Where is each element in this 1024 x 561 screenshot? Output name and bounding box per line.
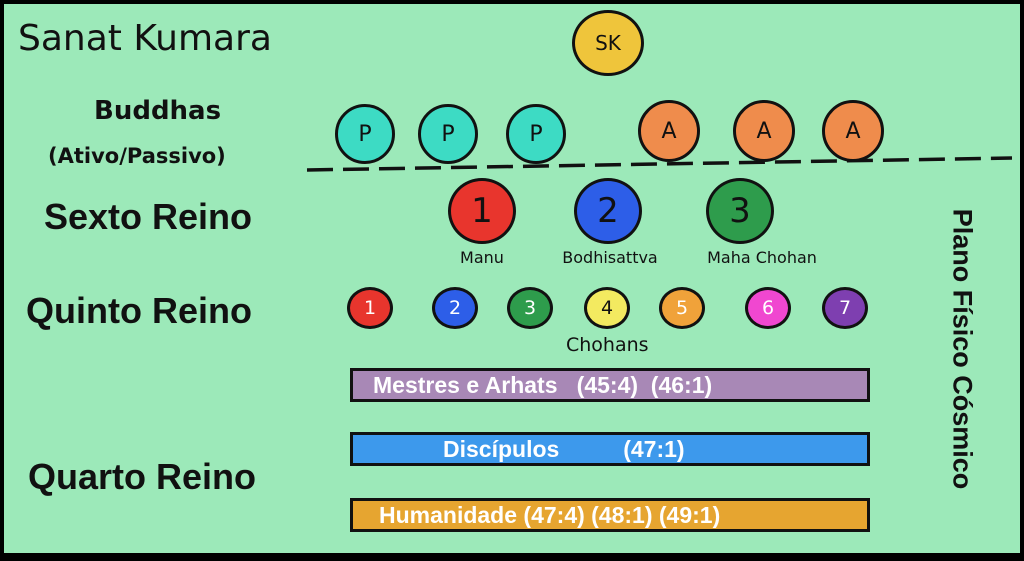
quarto-reino-bar-1: Mestres e Arhats (45:4) (46:1)	[350, 368, 870, 402]
ray-circle-6: 6	[745, 287, 791, 329]
sexto-reino-name-3: Maha Chohan	[707, 248, 817, 267]
quarto-reino-label: Quarto Reino	[28, 456, 257, 497]
sexto-reino-circle-2: 2	[574, 178, 642, 244]
quinto-reino-label: Quinto Reino	[26, 290, 252, 331]
quarto-reino-bar-2: Discípulos (47:1)	[350, 432, 870, 466]
quarto-reino-bar-3: Humanidade (47:4) (48:1) (49:1)	[350, 498, 870, 532]
dashed-divider-line	[306, 156, 1013, 172]
ray-circle-3: 3	[507, 287, 553, 329]
ray-circle-2: 2	[432, 287, 478, 329]
ray-circle-1: 1	[347, 287, 393, 329]
sexto-reino-circle-3: 3	[706, 178, 774, 244]
buddhas-sublabel: (Ativo/Passivo)	[48, 144, 226, 168]
sexto-reino-name-1: Manu	[460, 248, 504, 267]
buddha-active-circle: A	[733, 100, 795, 162]
buddhas-label: Buddhas	[94, 96, 222, 126]
sexto-reino-name-2: Bodhisattva	[562, 248, 658, 267]
ray-circle-4: 4	[584, 287, 630, 329]
buddha-passive-circle: P	[506, 104, 566, 164]
sexto-reino-circle-1: 1	[448, 178, 516, 244]
buddha-active-circle: A	[822, 100, 884, 162]
hierarchy-diagram: Sanat Kumara SK Buddhas (Ativo/Passivo) …	[4, 4, 1020, 553]
chohans-label: Chohans	[566, 334, 649, 356]
buddha-passive-circle: P	[418, 104, 478, 164]
sexto-reino-label: Sexto Reino	[44, 196, 253, 237]
ray-circle-7: 7	[822, 287, 868, 329]
buddha-passive-circle: P	[335, 104, 395, 164]
plano-fisico-cosmico-label: Plano Físico Cósmico	[947, 208, 978, 490]
sanat-kumara-title: Sanat Kumara	[18, 18, 272, 59]
buddha-active-circle: A	[638, 100, 700, 162]
sk-badge: SK	[572, 10, 644, 76]
ray-circle-5: 5	[659, 287, 705, 329]
